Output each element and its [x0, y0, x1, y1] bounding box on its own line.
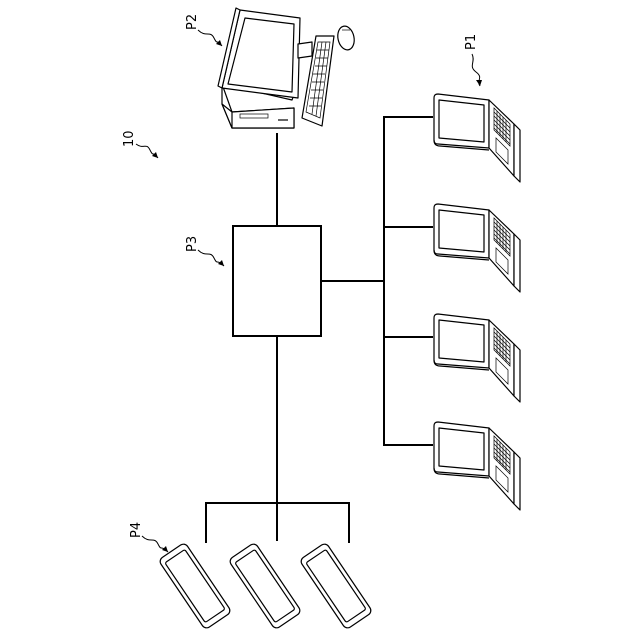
hub-box	[233, 226, 321, 336]
system-label: 10	[122, 130, 137, 147]
arrowhead	[162, 546, 168, 552]
tablet-icon	[228, 542, 303, 630]
arrowhead	[218, 260, 224, 266]
laptop-group	[434, 94, 520, 510]
tablet-icon	[158, 542, 233, 630]
arrowhead	[152, 152, 158, 158]
laptops-label: P1	[464, 34, 479, 50]
laptop-icon	[434, 94, 520, 182]
laptop-icon	[434, 314, 520, 402]
tablets-label: P4	[129, 522, 144, 538]
connection-lines	[206, 117, 432, 542]
laptop-icon	[434, 422, 520, 510]
arrowhead	[216, 40, 222, 46]
hub-label: P3	[185, 236, 200, 252]
tablet-icon	[299, 542, 374, 630]
desktop-computer-icon	[218, 8, 356, 128]
laptop-icon	[434, 204, 520, 292]
desktop-label: P2	[185, 14, 200, 30]
tablet-group	[158, 542, 374, 630]
